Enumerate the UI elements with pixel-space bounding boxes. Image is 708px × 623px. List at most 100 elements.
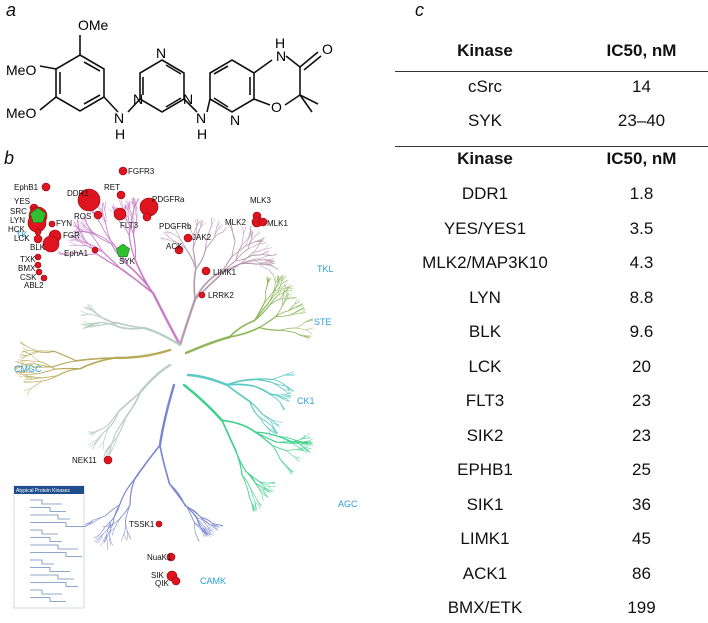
hit-label: PDGFRb	[159, 222, 192, 231]
hit-qik: QIK	[155, 576, 181, 588]
hit-lrrk2: LRRK2	[198, 291, 234, 300]
hit-label: EphB1	[14, 183, 39, 192]
header-ic50: IC50, nM	[606, 41, 677, 60]
hit-bmx: BMX	[18, 261, 42, 273]
ic50-value: 20	[632, 356, 651, 376]
kinase-name: DDR1	[461, 184, 509, 203]
kinase-name: ACK1	[462, 563, 508, 583]
hit-circle	[113, 207, 127, 221]
ic50-value: 36	[632, 494, 651, 514]
hit-label: ABL2	[24, 281, 44, 290]
hit-txk: TXK	[20, 253, 42, 264]
ic50-value: 1.8	[629, 184, 654, 203]
hit-circle	[41, 182, 51, 192]
panel-c-label: c	[415, 0, 424, 20]
hit-ret: RET	[104, 183, 126, 200]
hit-tssk1: TSSK1	[129, 520, 163, 529]
kinase-name: SYK	[467, 111, 503, 130]
hit-label: SIK	[151, 571, 165, 580]
group-label-camk: CAMK	[200, 576, 226, 586]
meo-mid-label: MeO	[6, 62, 36, 78]
group-label-agc: AGC	[338, 499, 358, 509]
hit-limk1: LIMK1	[201, 266, 237, 277]
ic50-value: 4.3	[629, 253, 654, 272]
kinase-name: BMX/ETK	[447, 598, 523, 617]
kinase-name: SIK2	[466, 425, 504, 445]
hit-label: ACK	[166, 242, 183, 251]
hit-epha1: EphA1	[64, 246, 99, 258]
hit-circle	[183, 233, 193, 243]
ether-o: O	[271, 99, 282, 115]
carbonyl-o: O	[322, 41, 333, 57]
pyridine-n: N	[230, 112, 240, 128]
hit-circle	[93, 210, 103, 220]
lactam-h: H	[275, 35, 285, 51]
kinase-name: cSrc	[468, 77, 502, 96]
table-header-2: Kinase IC50, nM	[395, 144, 708, 174]
hit-label: MLK3	[250, 196, 271, 205]
kinase-name: YES/YES1	[443, 218, 527, 238]
hit-fyn: FYN	[48, 219, 72, 228]
meo-low-label: MeO	[6, 105, 36, 121]
hit-circle	[77, 188, 101, 212]
hit-label: TSSK1	[129, 520, 155, 529]
hit-circle	[35, 268, 43, 276]
ic50-value: 45	[632, 529, 651, 548]
hit-label: LIMK1	[213, 268, 237, 277]
hit-blk: BLK	[30, 235, 60, 253]
hit-label: PDGFRa	[152, 195, 185, 204]
hit-circle	[201, 266, 211, 276]
ic50-value: 86	[632, 563, 651, 583]
hit-mlk1: MLK1	[258, 217, 288, 228]
ic50-value: 9.6	[629, 322, 654, 341]
chemical-structure: OMe MeO MeO N H N N N N H N N H O O	[6, 17, 333, 142]
kinase-name: BLK	[468, 322, 502, 341]
ic50-value: 23–40	[617, 111, 666, 130]
kinase-name: FLT3	[465, 391, 505, 410]
hit-circle	[171, 576, 181, 586]
hit-label: LRRK2	[208, 291, 234, 300]
nh-right-h: H	[197, 126, 207, 142]
group-label-tk: TK	[16, 230, 28, 240]
hit-lck: LCK	[14, 234, 43, 244]
table-row: SIK1 36	[395, 490, 708, 520]
hit-circle	[103, 455, 113, 465]
panel-c: c Kinase IC50, nM cSrc 14 SYK 23–40 Kina…	[395, 0, 708, 617]
hit-circle	[116, 190, 126, 200]
triazine-n-left: N	[133, 91, 143, 107]
header-kinase: Kinase	[457, 41, 513, 60]
header-ic50: IC50, nM	[606, 149, 677, 168]
hit-nek11: NEK11	[72, 455, 113, 465]
panel-a-label: a	[6, 0, 17, 20]
hit-circle	[155, 520, 163, 528]
kinome-tree: Atypical Protein Kinases TKTKLSTECK1AGCC…	[8, 166, 358, 609]
hit-circle	[91, 246, 99, 254]
hit-label: ROS	[74, 212, 91, 221]
header-kinase: Kinase	[457, 149, 513, 168]
nh-left-h: H	[115, 126, 125, 142]
table-row: ACK1 86	[395, 559, 708, 589]
kinase-name: LYN	[469, 287, 501, 307]
hit-label: RET	[104, 183, 120, 192]
hit-circle	[198, 291, 206, 299]
kinase-name: LCK	[468, 356, 502, 376]
hit-label: FLT3	[120, 221, 139, 230]
hit-ddr1: DDR1	[67, 188, 101, 212]
group-label-cmgc: CMGC	[14, 364, 42, 374]
ic50-value: 23	[632, 425, 651, 445]
kinase-name: EPHB1	[457, 460, 513, 479]
ic50-value: 14	[632, 77, 651, 96]
panel-b-label: b	[4, 148, 15, 168]
hit-circle	[33, 234, 43, 244]
kinase-name: SIK1	[466, 494, 504, 514]
hit-circle	[34, 253, 42, 261]
hit-circle	[48, 220, 56, 228]
hit-label: YES	[14, 197, 30, 206]
hit-circle	[42, 235, 60, 253]
group-label-ste: STE	[314, 317, 332, 327]
hit-circle	[34, 228, 42, 236]
hit-mlk2: MLK2	[225, 216, 263, 228]
